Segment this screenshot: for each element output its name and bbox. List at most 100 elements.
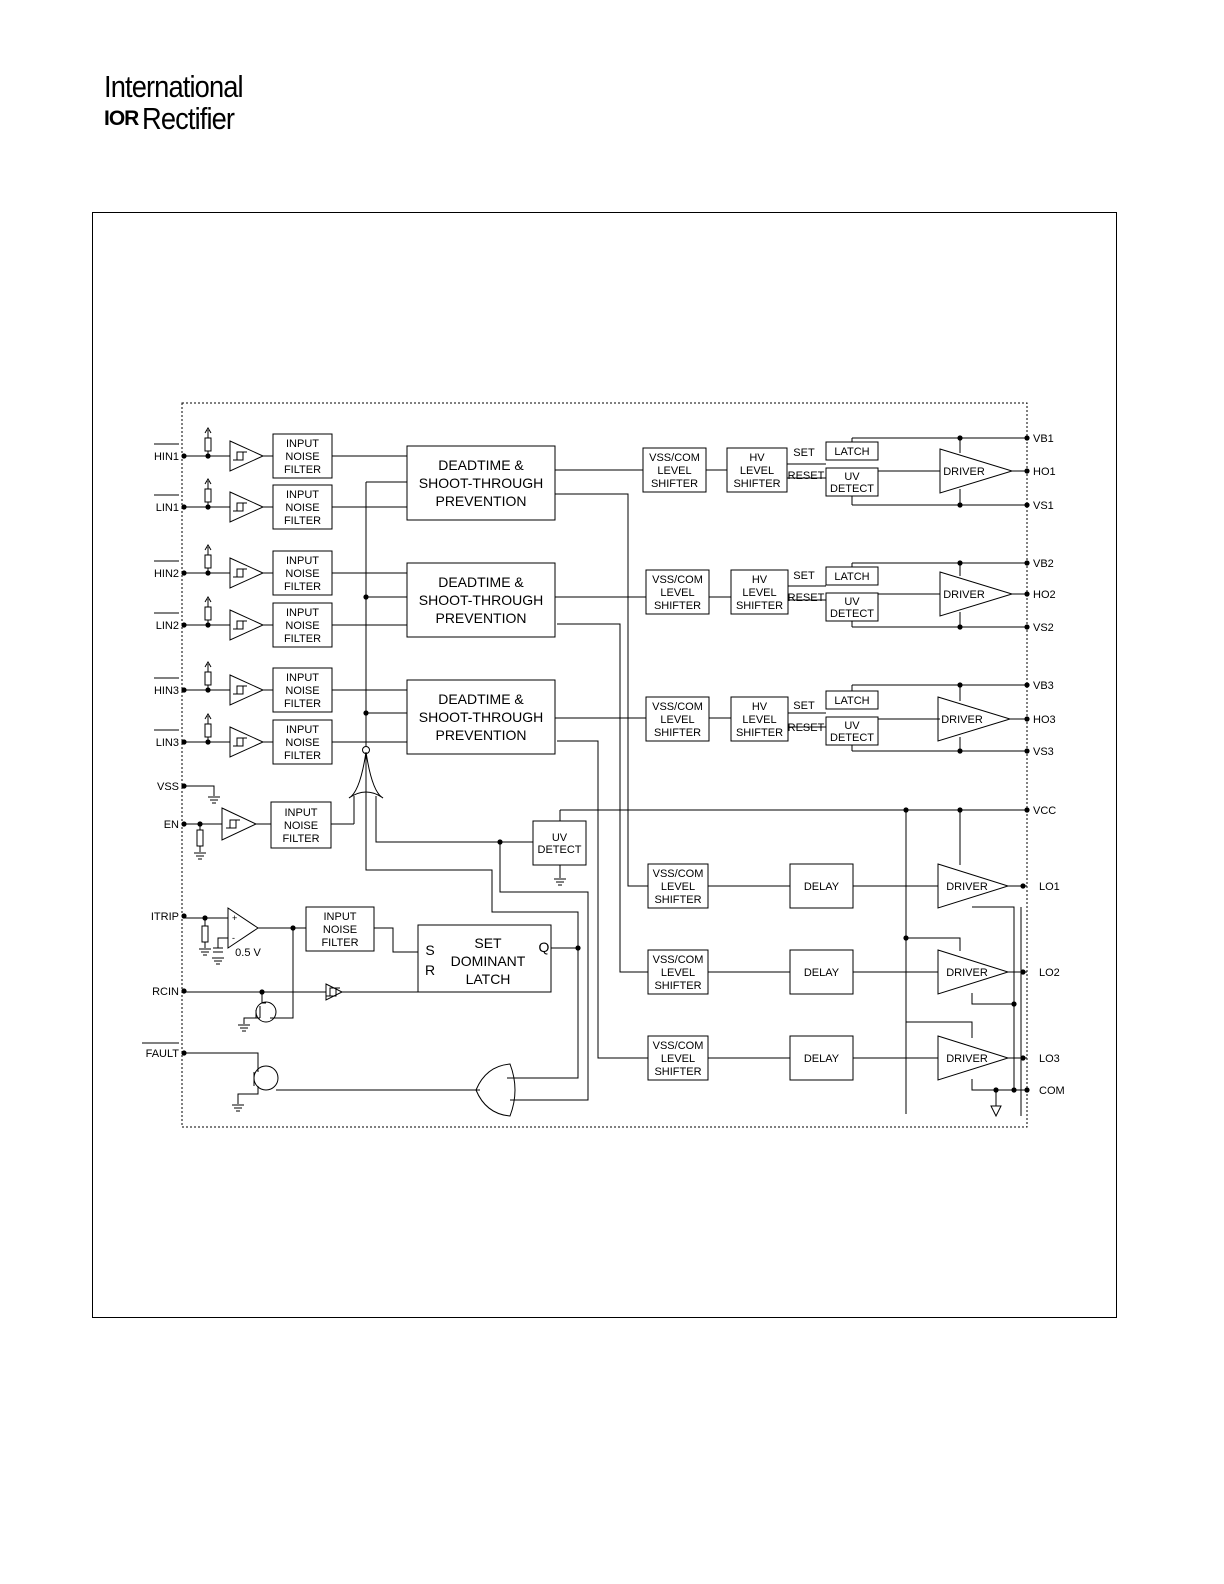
set-dominant-latch-label: LATCH: [466, 971, 511, 987]
mosfet-gate: [270, 928, 294, 1019]
vss-com-level-shifter-label: SHIFTER: [654, 980, 701, 992]
uv-detect-label: UV: [844, 720, 860, 732]
com-lo1: [972, 906, 1015, 928]
junction-dot: [1024, 807, 1030, 813]
junction-dot: [1024, 682, 1030, 688]
pin-vcc: VCC: [1033, 805, 1056, 817]
junction-dot: [1024, 624, 1030, 630]
vss-com-level-shifter: [645, 696, 710, 742]
input-noise-filter-label: NOISE: [284, 820, 318, 832]
filter-to-s: [374, 927, 418, 953]
hv-level-shifter-label: LEVEL: [742, 714, 776, 726]
input-noise-filter-label: NOISE: [285, 502, 319, 514]
input-noise-filter-label: INPUT: [286, 438, 319, 450]
vss-com-level-shifter: [647, 863, 709, 909]
resistor: [204, 488, 212, 503]
vss-com-level-shifter-label: LEVEL: [660, 587, 694, 599]
junction-dot: [1020, 1055, 1026, 1061]
schmitt-symbol: [234, 685, 247, 695]
input-noise-filter-label: NOISE: [285, 568, 319, 580]
com-lo2: [971, 993, 1014, 1005]
delay-block: [789, 863, 854, 909]
input-noise-filter: [270, 801, 332, 849]
delay-block: [789, 949, 854, 995]
vss-com-level-shifter: [642, 447, 707, 493]
vss-com-level-shifter-label: VSS/COM: [652, 701, 703, 713]
pin-hin3: HIN3: [154, 685, 179, 697]
comparator: [227, 907, 259, 949]
com-ground: [990, 1105, 1002, 1118]
pullup-arrow: [204, 596, 212, 603]
hv-level-shifter: [730, 696, 789, 742]
driver-triangle: [937, 949, 1010, 995]
hv-level-shifter-label: HV: [752, 574, 768, 586]
hv-level-shifter-label: LEVEL: [742, 587, 776, 599]
input-noise-filter: [272, 433, 333, 479]
vss-com-level-shifter-label: LEVEL: [657, 465, 691, 477]
deadtime-block: [406, 562, 556, 638]
schmitt-buffer: [229, 609, 265, 641]
resistor: [201, 925, 209, 943]
input-noise-filter-label: FILTER: [282, 833, 319, 845]
logo-line2: Rectifier: [142, 101, 235, 136]
pin-ho3: HO3: [1033, 714, 1056, 726]
junction-dot: [1011, 1087, 1017, 1093]
pin-vs1: VS1: [1033, 500, 1054, 512]
driver-label: DRIVER: [946, 1053, 988, 1065]
reset-label: RESET: [788, 592, 825, 604]
deadtime-block: [406, 445, 556, 521]
schmitt-symbol: [234, 620, 247, 630]
pin-vs3: VS3: [1033, 746, 1054, 758]
schmitt-symbol: [233, 685, 246, 695]
pin-ho2: HO2: [1033, 589, 1056, 601]
pin-rcin: RCIN: [152, 986, 179, 998]
resistor: [204, 437, 212, 452]
junction-dot: [1024, 468, 1030, 474]
junction-dot: [181, 988, 187, 994]
hv-level-shifter-label: HV: [749, 452, 765, 464]
junction-dot: [1024, 435, 1030, 441]
resistor: [204, 606, 212, 621]
uv-detect-vcc-label: UV: [552, 832, 568, 844]
pin-lin1: LIN1: [156, 502, 179, 514]
input-noise-filter-label: FILTER: [284, 750, 321, 762]
vss-com-level-shifter-label: LEVEL: [661, 967, 695, 979]
driver-label: DRIVER: [943, 589, 985, 601]
company-logo: International IOR Rectifier: [104, 70, 262, 136]
pullup-arrow: [204, 544, 212, 551]
input-noise-filter-label: NOISE: [285, 737, 319, 749]
input-noise-filter-label: NOISE: [285, 620, 319, 632]
schmitt-buffer: [229, 440, 265, 472]
deadtime-label: DEADTIME &: [438, 691, 524, 707]
input-noise-filter-label: NOISE: [285, 685, 319, 697]
uv-detect-label: DETECT: [830, 608, 874, 620]
driver-triangle: [937, 696, 1012, 742]
ref-voltage-label: 0.5 V: [235, 947, 261, 959]
reset-label: RESET: [788, 722, 825, 734]
input-noise-filter-label: INPUT: [285, 807, 318, 819]
driver-label: DRIVER: [946, 881, 988, 893]
deadtime-label: DEADTIME &: [438, 574, 524, 590]
deadtime-label: SHOOT-THROUGH: [419, 709, 543, 725]
input-noise-filter-label: FILTER: [284, 633, 321, 645]
input-noise-filter-label: INPUT: [286, 489, 319, 501]
pin-hin1: HIN1: [154, 451, 179, 463]
uv-detect-block: [825, 467, 879, 497]
latch-s: S: [425, 942, 434, 958]
input-noise-filter: [272, 484, 333, 530]
schmitt-symbol: [234, 451, 247, 461]
hv-level-shifter-label: SHIFTER: [736, 600, 783, 612]
figure-frame: [92, 212, 1117, 1318]
resistor: [204, 671, 212, 686]
pin-vb2: VB2: [1033, 558, 1054, 570]
junction-dot: [181, 913, 187, 919]
q-to-or: [507, 948, 579, 1079]
vcc-lo3: [906, 1021, 973, 1038]
latch-label: LATCH: [834, 695, 869, 707]
driver-label: DRIVER: [941, 714, 983, 726]
schmitt-symbol: [233, 737, 246, 747]
driver-label: DRIVER: [943, 466, 985, 478]
schmitt-buffer: [229, 726, 265, 758]
junction-dot: [1024, 748, 1030, 754]
uv-detect-label: UV: [844, 596, 860, 608]
